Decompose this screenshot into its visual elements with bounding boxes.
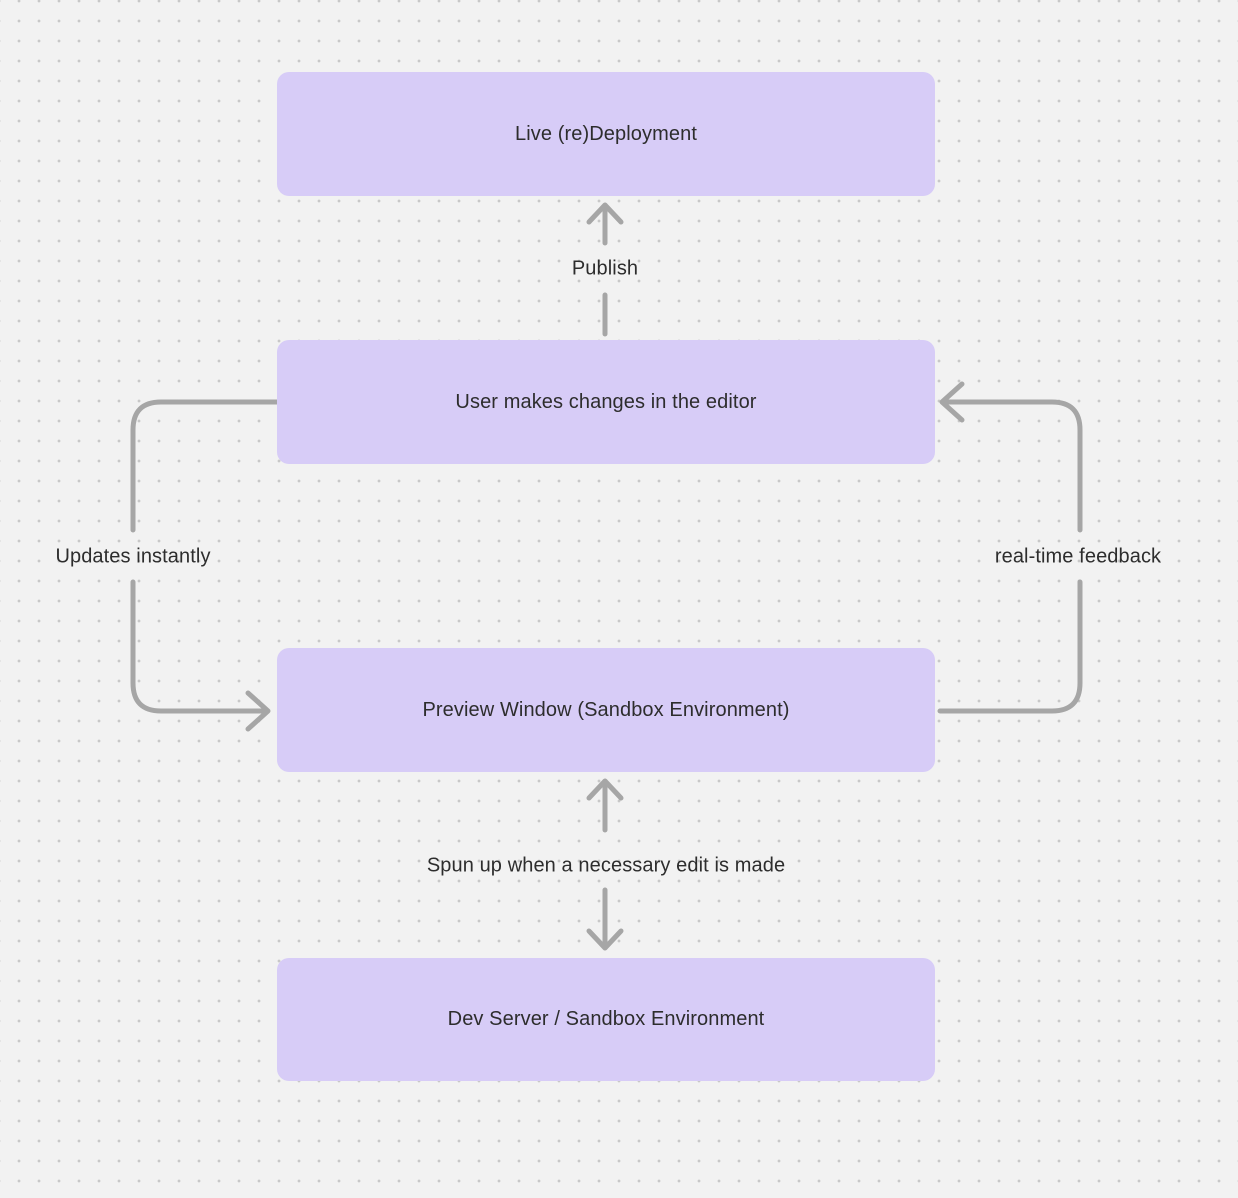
edge-label-publish: Publish — [571, 257, 639, 280]
spun-up-arrows — [586, 778, 624, 951]
node-label: Live (re)Deployment — [515, 122, 697, 145]
edge-label-real-time-feedback: real-time feedback — [994, 545, 1162, 568]
node-live-deployment: Live (re)Deployment — [277, 72, 935, 196]
edge-label-spun-up: Spun up when a necessary edit is made — [426, 854, 786, 877]
feedback-arrow-upper-segment — [945, 399, 1083, 533]
spunup-arrowhead-up-icon — [586, 778, 624, 801]
node-dev-server: Dev Server / Sandbox Environment — [277, 958, 935, 1081]
updates-instantly-arrow — [130, 399, 280, 732]
real-time-feedback-arrow — [937, 381, 1083, 714]
edge-label-updates-instantly: Updates instantly — [55, 545, 211, 568]
feedback-arrow-lower-segment — [937, 579, 1083, 714]
node-label: Preview Window (Sandbox Environment) — [422, 698, 790, 721]
updates-arrow-upper-segment — [130, 399, 280, 533]
updates-arrowhead-right-icon — [245, 690, 271, 732]
spunup-arrowhead-down-icon — [586, 928, 624, 951]
node-label: User makes changes in the editor — [455, 390, 757, 413]
node-editor-changes: User makes changes in the editor — [277, 340, 935, 464]
updates-arrow-lower-segment — [130, 579, 265, 714]
node-label: Dev Server / Sandbox Environment — [447, 1008, 765, 1030]
node-preview-window: Preview Window (Sandbox Environment) — [277, 648, 935, 772]
feedback-arrowhead-left-icon — [939, 381, 965, 423]
publish-arrow — [586, 202, 624, 337]
publish-arrowhead-up-icon — [586, 202, 624, 225]
